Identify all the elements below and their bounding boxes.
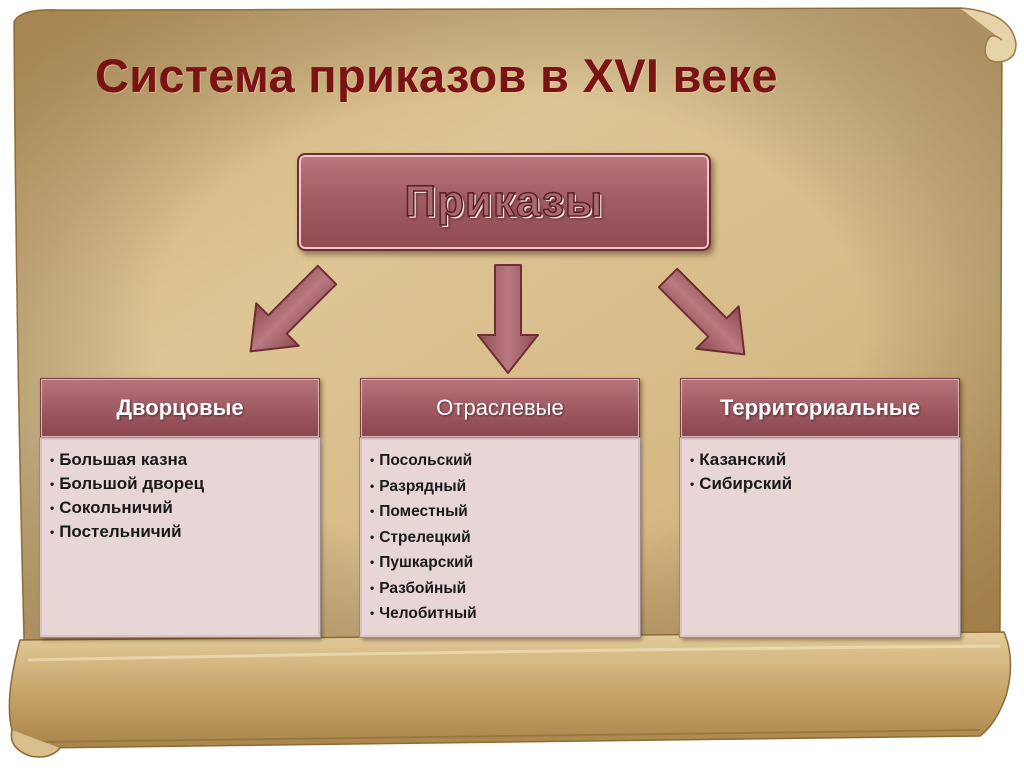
list-item: •Челобитный — [370, 605, 477, 622]
list-item: •Посольский — [370, 452, 473, 469]
list-item: •Сибирский — [690, 474, 793, 493]
category-header: Отраслевые — [360, 378, 640, 438]
list-item: •Разбойный — [370, 579, 467, 597]
category-list: •Большая казна •Большой дворец •Сокольни… — [50, 448, 308, 544]
list-item: •Разрядный — [370, 477, 467, 495]
category-list-box: •Посольский •Разрядный •Поместный •Стрел… — [360, 438, 640, 637]
list-item: •Поместный — [370, 503, 468, 520]
category-header: Дворцовые — [40, 378, 320, 438]
category-list-box: •Казанский •Сибирский — [680, 438, 960, 637]
category-list: •Казанский •Сибирский — [690, 448, 948, 496]
list-item: •Большая казна — [50, 450, 188, 469]
page-title: Система приказов в XVI веке — [95, 49, 778, 102]
list-item: •Большой дворец — [50, 474, 205, 493]
list-item: •Сокольничий — [50, 498, 173, 517]
category-list: •Посольский •Разрядный •Поместный •Стрел… — [370, 448, 628, 627]
list-item: •Постельничий — [50, 522, 182, 541]
category-list-box: •Большая казна •Большой дворец •Сокольни… — [40, 438, 320, 637]
category-header: Территориальные — [680, 378, 960, 438]
list-item: •Казанский — [690, 450, 787, 469]
root-node-label: Приказы — [404, 176, 604, 227]
list-item: •Стрелецкий — [370, 528, 471, 546]
category-territorial: Территориальные •Казанский •Сибирский — [680, 378, 960, 637]
list-item: •Пушкарский — [370, 554, 474, 571]
root-node-box: Приказы — [297, 153, 711, 251]
category-palace: Дворцовые •Большая казна •Большой дворец… — [40, 378, 320, 637]
category-sectoral: Отраслевые •Посольский •Разрядный •Помес… — [360, 378, 640, 637]
